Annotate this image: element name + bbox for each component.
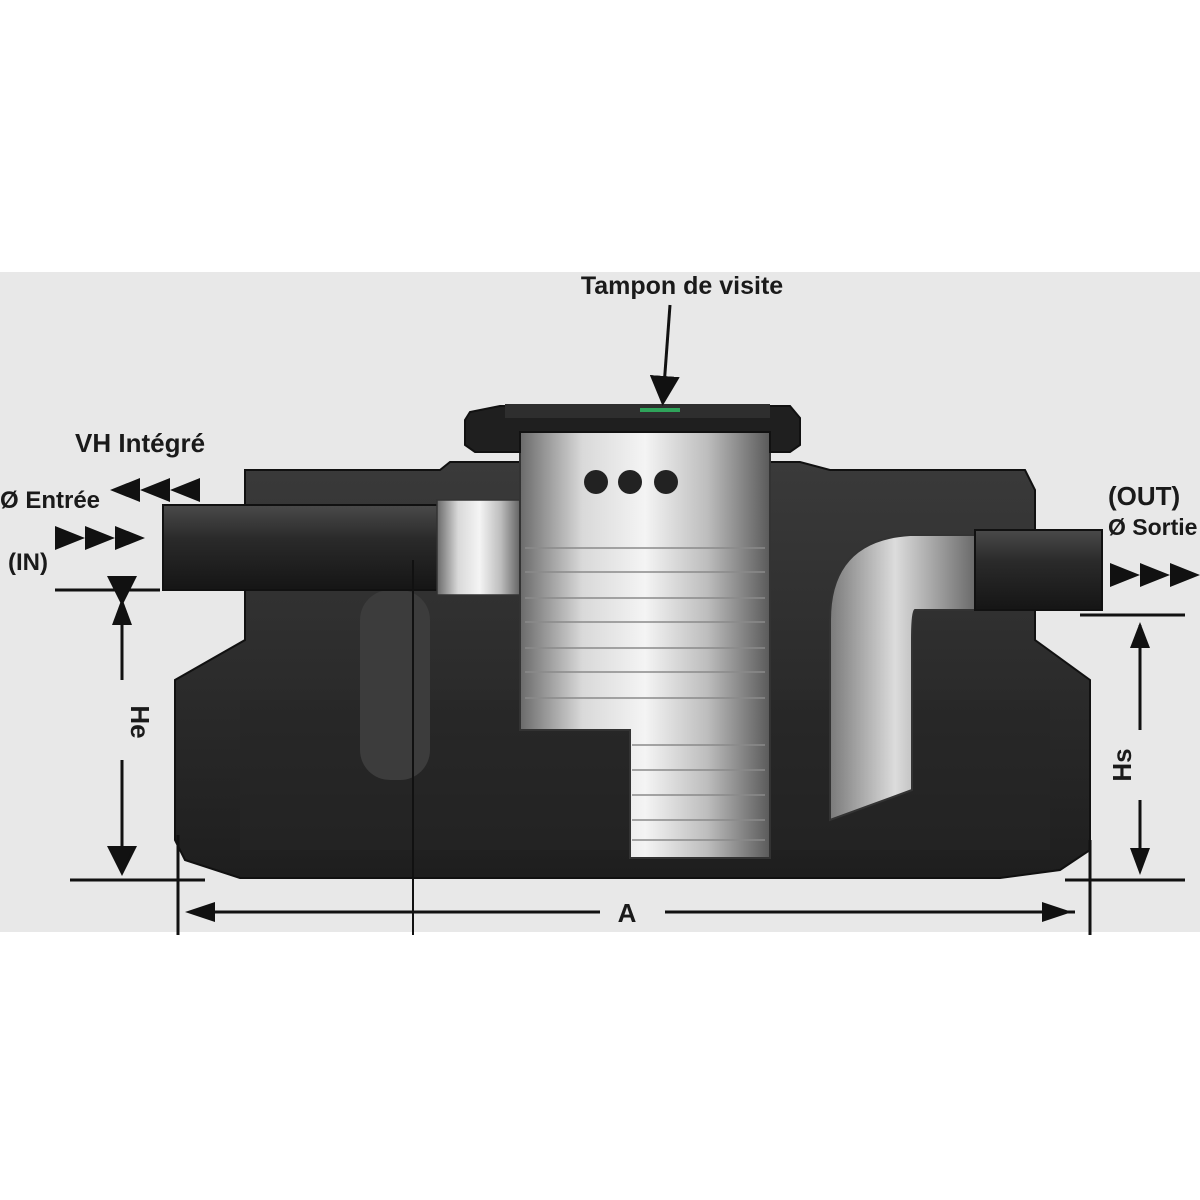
vent-hole-2 xyxy=(618,470,642,494)
outlet-label: Ø Sortie xyxy=(1108,514,1197,540)
outlet-arrows xyxy=(1110,563,1200,587)
dim-he-label: He xyxy=(125,705,155,738)
inlet-code: (IN) xyxy=(8,549,48,576)
top-callout-label: Tampon de visite xyxy=(581,272,783,300)
outlet-code: (OUT) xyxy=(1108,481,1180,511)
outlet-pipe xyxy=(974,529,1103,611)
inlet-dip-tube xyxy=(360,590,430,780)
vent-hole-1 xyxy=(584,470,608,494)
vent-hole-3 xyxy=(654,470,678,494)
cylinder-rings xyxy=(525,547,765,841)
inlet-sleeve xyxy=(436,499,523,596)
inlet-pipe xyxy=(162,504,454,591)
inlet-arrows xyxy=(55,526,145,550)
dim-a-label: A xyxy=(618,898,637,928)
lid-indicator xyxy=(640,408,680,412)
outlet-elbow xyxy=(829,534,976,822)
inlet-label: Ø Entrée xyxy=(0,487,100,514)
dim-hs-label: Hs xyxy=(1107,748,1137,781)
dimension-lines xyxy=(55,560,1185,935)
vh-arrows xyxy=(110,478,200,502)
lid-top xyxy=(505,404,770,418)
vh-label: VH Intégré xyxy=(75,428,205,458)
dimension-arrowheads xyxy=(112,598,1150,922)
top-callout-arrow xyxy=(649,304,680,406)
